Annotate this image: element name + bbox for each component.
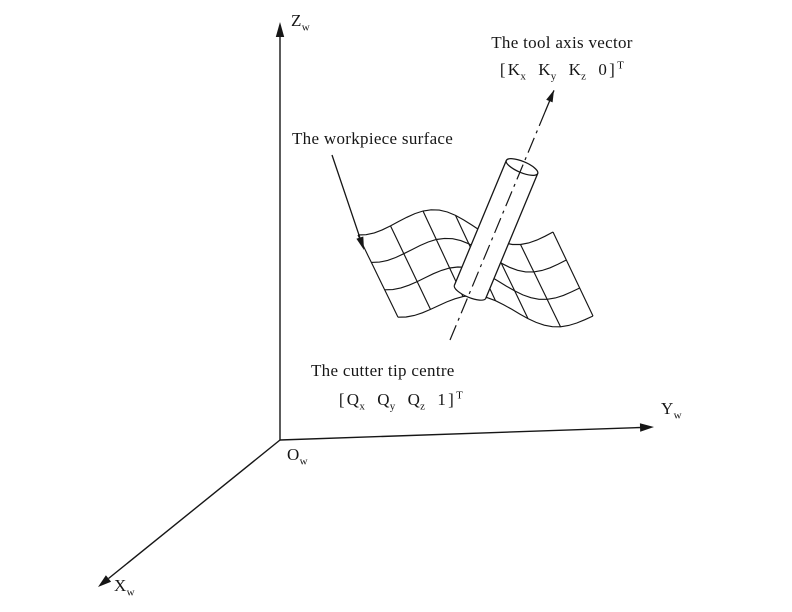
cutter-tip-vector-label: [Qx Qy Qz 1]T	[315, 389, 487, 413]
open-bracket: [	[499, 60, 506, 79]
x-axis-letter: X	[114, 576, 127, 595]
tool-axis-title: The tool axis vector	[462, 33, 662, 53]
tool-axis-arrowhead	[546, 90, 554, 103]
y-axis-subscript: w	[673, 409, 682, 422]
vector-term-qy: Qy	[377, 390, 396, 413]
origin-subscript: w	[299, 455, 308, 468]
vector-term-k0: 0	[598, 60, 608, 79]
workpiece-leader-line	[331, 154, 361, 238]
workpiece-surface-text: The workpiece surface	[292, 129, 454, 148]
vector-term-ky: Ky	[538, 60, 557, 83]
cutter-tip-title: The cutter tip centre	[311, 361, 455, 381]
x-axis-label: Xw	[114, 576, 135, 599]
x-axis-arrowhead	[98, 575, 112, 587]
y-axis-line	[279, 426, 642, 441]
surface-grid-line	[519, 244, 562, 328]
y-axis-letter: Y	[661, 399, 674, 418]
surface-grid-line	[389, 225, 432, 310]
y-axis-arrowhead	[639, 423, 654, 432]
cutter-bottom-arc	[453, 285, 487, 301]
open-bracket: [	[338, 390, 345, 409]
workpiece-leader-arrowhead	[356, 236, 364, 250]
tool-axis-title-text: The tool axis vector	[491, 33, 633, 52]
tool-axis-centerline	[449, 111, 546, 341]
workpiece-surface-label: The workpiece surface	[292, 129, 453, 149]
z-axis-arrowhead	[275, 22, 285, 37]
z-axis-subscript: w	[301, 21, 310, 34]
cutter-side-left	[453, 160, 507, 286]
workpiece-surface-mesh	[357, 209, 594, 328]
surface-grid-line	[552, 231, 594, 317]
cutter-tip-title-text: The cutter tip centre	[311, 361, 455, 380]
x-axis-subscript: w	[126, 586, 135, 599]
vector-term-qx: Qx	[346, 390, 366, 413]
origin-label: Ow	[287, 445, 308, 468]
vector-term-kx: Kx	[507, 60, 527, 83]
origin-letter: O	[287, 445, 300, 464]
transpose-mark: T	[456, 389, 464, 402]
cutter-side-right	[485, 173, 539, 299]
transpose-mark: T	[617, 59, 625, 72]
y-axis-label: Yw	[661, 399, 682, 422]
x-axis-line	[108, 439, 281, 580]
tool-axis-vector-label: [Kx Ky Kz 0]T	[462, 59, 662, 83]
vector-term-kz: Kz	[568, 60, 587, 83]
vector-term-q1: 1	[437, 390, 447, 409]
close-bracket: ]	[448, 390, 455, 409]
surface-grid-line	[357, 234, 399, 318]
z-axis-label: Zw	[291, 11, 310, 34]
z-axis-letter: Z	[291, 11, 302, 30]
close-bracket: ]	[609, 60, 616, 79]
vector-term-qz: Qz	[407, 390, 426, 413]
